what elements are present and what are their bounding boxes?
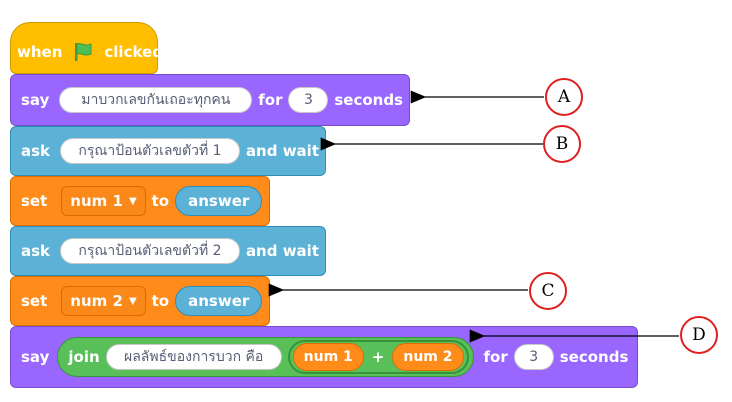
to-label: to (151, 192, 170, 210)
variable-name: num 2 (70, 292, 123, 310)
when-flag-clicked-block[interactable]: when clicked (10, 22, 163, 74)
callout-d: D (680, 316, 718, 354)
ask-and-wait-block-2[interactable]: ask กรุณาป้อนตัวเลขตัวที่ 2 and wait (10, 226, 326, 276)
seconds-label: seconds (334, 91, 403, 109)
and-wait-label: and wait (245, 242, 319, 260)
variable-dropdown[interactable]: num 1 ▼ (61, 186, 146, 216)
variable-name: num 1 (70, 192, 123, 210)
join-operator[interactable]: join ผลลัพธ์ของการบวก คือ num 1 + num 2 (57, 337, 474, 377)
ask-label: ask (21, 242, 51, 260)
ask-question-input[interactable]: กรุณาป้อนตัวเลขตัวที่ 1 (60, 138, 240, 164)
seconds-input[interactable]: 3 (288, 87, 329, 113)
callout-c: C (529, 272, 567, 310)
join-label: join (68, 348, 100, 366)
ask-label: ask (21, 142, 51, 160)
seconds-input[interactable]: 3 (513, 344, 554, 370)
say-message-input[interactable]: มาบวกเลขกันเถอะทุกคน (59, 87, 253, 113)
set-label: set (21, 192, 48, 210)
answer-reporter[interactable]: answer (175, 286, 263, 316)
chevron-down-icon: ▼ (128, 295, 137, 307)
join-text-input[interactable]: ผลลัพธ์ของการบวก คือ (105, 344, 282, 370)
num2-reporter[interactable]: num 2 (392, 343, 464, 371)
ask-and-wait-block-1[interactable]: ask กรุณาป้อนตัวเลขตัวที่ 1 and wait (10, 126, 326, 176)
say-label: say (21, 91, 50, 109)
ask-question-input[interactable]: กรุณาป้อนตัวเลขตัวที่ 2 (60, 238, 240, 264)
for-label: for (483, 348, 508, 366)
and-wait-label: and wait (245, 142, 319, 160)
callout-a: A (545, 78, 583, 116)
set-variable-block-1[interactable]: set num 1 ▼ to answer (10, 176, 270, 226)
set-variable-block-2[interactable]: set num 2 ▼ to answer (10, 276, 270, 326)
add-operator[interactable]: num 1 + num 2 (287, 340, 469, 374)
seconds-label: seconds (559, 348, 629, 366)
to-label: to (151, 292, 170, 310)
say-label: say (21, 348, 50, 366)
answer-reporter[interactable]: answer (175, 186, 263, 216)
plus-label: + (371, 348, 385, 366)
clicked-label: clicked (104, 43, 163, 61)
variable-dropdown[interactable]: num 2 ▼ (61, 286, 146, 316)
callout-b: B (543, 125, 581, 163)
green-flag-icon (72, 41, 94, 63)
set-label: set (21, 292, 48, 310)
for-label: for (258, 91, 283, 109)
num1-reporter[interactable]: num 1 (292, 343, 364, 371)
chevron-down-icon: ▼ (128, 195, 137, 207)
say-for-seconds-block-1[interactable]: say มาบวกเลขกันเถอะทุกคน for 3 seconds (10, 74, 410, 126)
when-label: when (17, 43, 63, 61)
